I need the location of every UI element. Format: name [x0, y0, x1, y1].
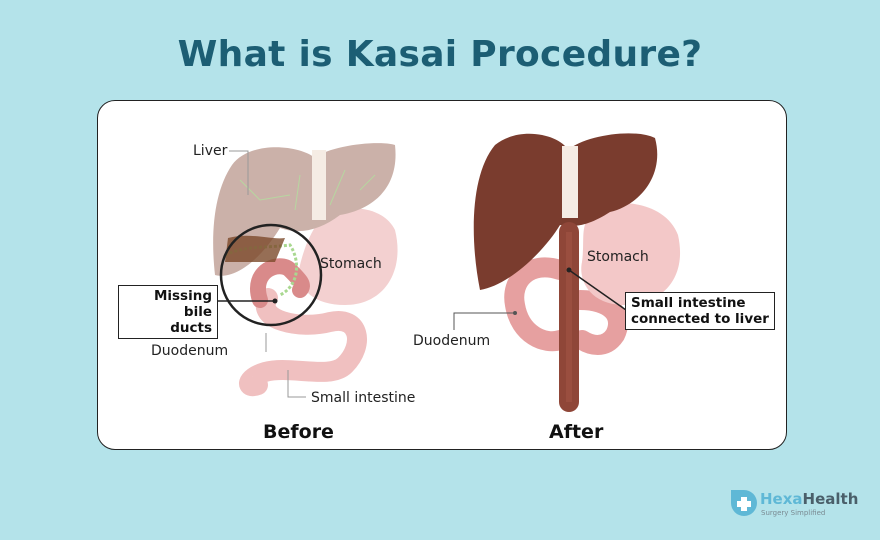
before-intestine: [239, 288, 367, 397]
label-duodenum-before: Duodenum: [151, 343, 229, 359]
page-title: What is Kasai Procedure?: [177, 34, 703, 75]
label-liver: Liver: [193, 143, 228, 159]
hexahealth-logo-icon: [731, 490, 757, 516]
label-duodenum-after: Duodenum: [413, 333, 491, 349]
before-illustration: [213, 143, 398, 398]
logo-name-health: Health: [802, 490, 859, 508]
callout-intestine-connected: Small intestine connected to liver: [625, 292, 775, 330]
logo-tagline: Surgery Simplified: [761, 509, 826, 517]
after-duodenum: [504, 257, 629, 355]
callout-line1: Small intestine: [631, 295, 746, 311]
callout-line2: connected to liver: [631, 311, 769, 327]
caption-after: After: [549, 421, 604, 443]
bile-duct: [224, 243, 299, 297]
callout-line2: ducts: [170, 320, 212, 336]
after-illustration: [453, 133, 681, 412]
label-stomach-after: Stomach: [587, 249, 649, 265]
label-small-intestine: Small intestine: [311, 390, 416, 406]
logo-name-hexa: Hexa: [760, 490, 803, 508]
caption-before: Before: [263, 421, 334, 443]
callout-line1: Missing bile: [153, 288, 212, 320]
before-duodenum: [250, 258, 310, 308]
before-stomach: [299, 208, 398, 305]
after-stomach: [581, 203, 681, 305]
label-stomach-before: Stomach: [320, 256, 382, 272]
callout-missing-bile-ducts: Missing bile ducts: [118, 285, 218, 339]
magnifier-circle: [219, 223, 323, 327]
